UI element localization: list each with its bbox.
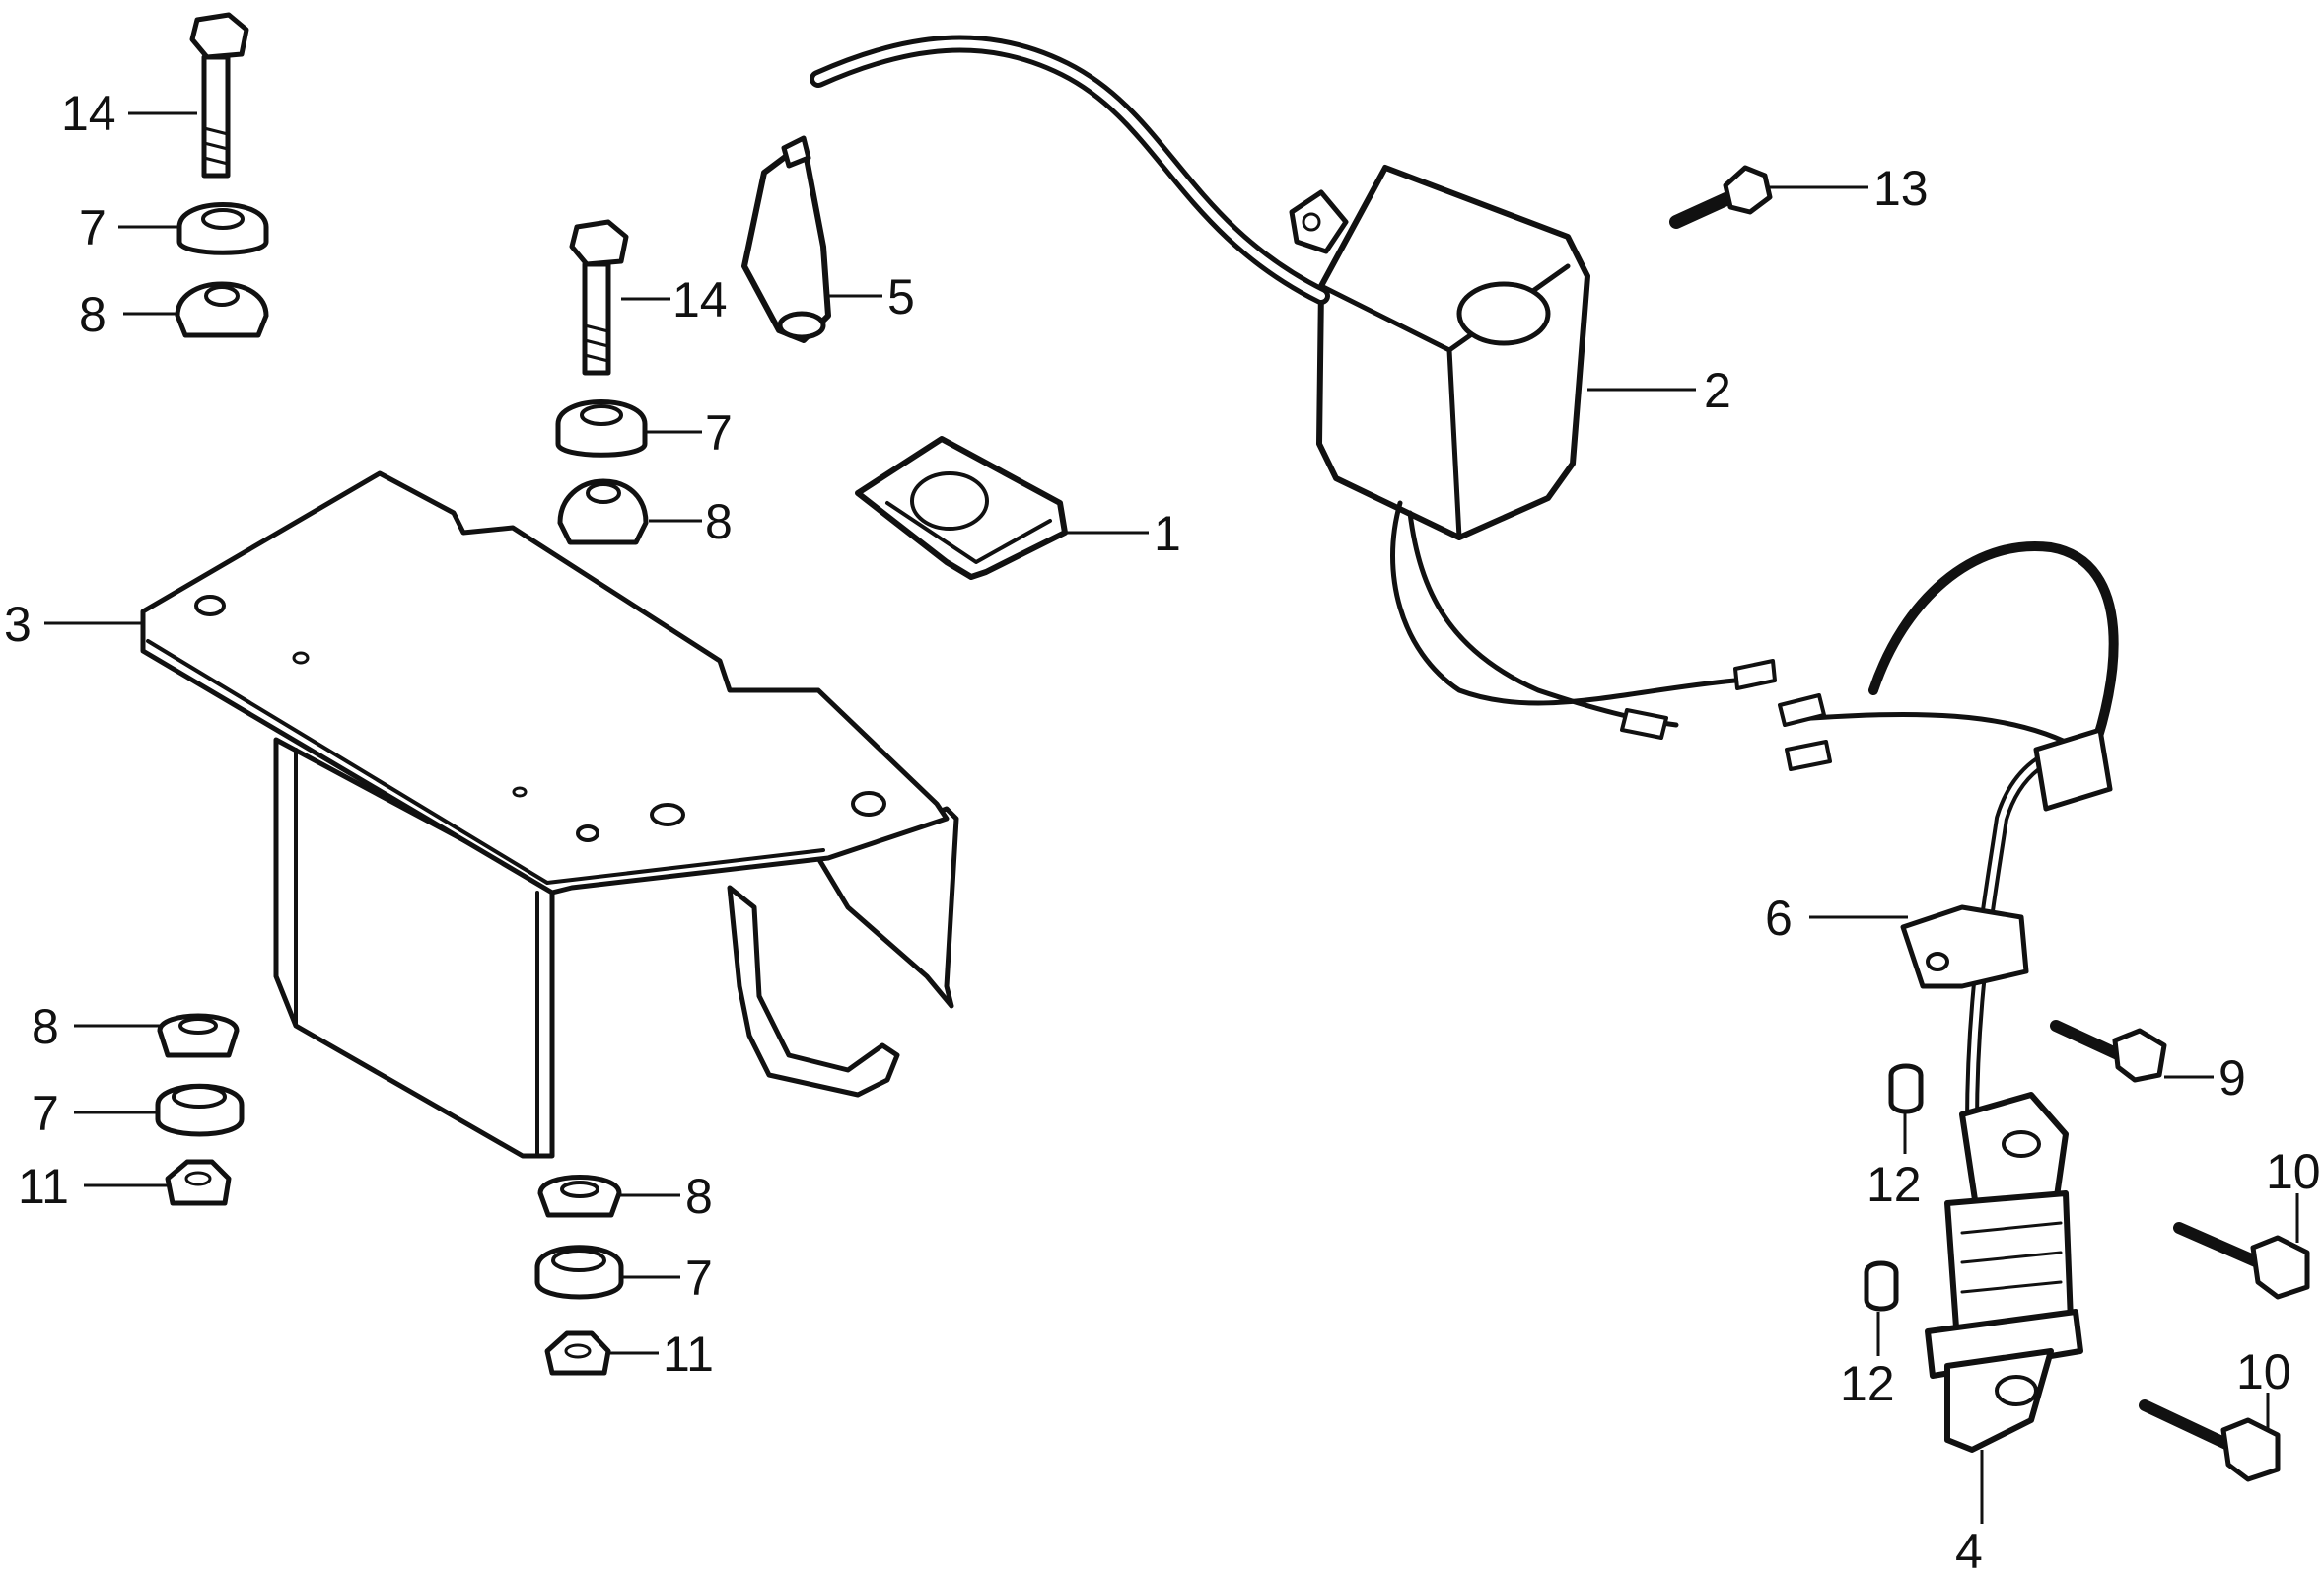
bolt-part [2139, 1399, 2281, 1482]
callout-7: 7 [685, 1251, 713, 1306]
grommet-part [557, 478, 649, 545]
callout-8: 8 [32, 999, 59, 1054]
stator-coil-part [1778, 541, 2119, 1453]
callout-14: 14 [672, 272, 728, 327]
dowel-pin-part [1864, 1260, 1899, 1312]
callout-6: 6 [1765, 891, 1793, 946]
flange-nut-part [544, 1330, 611, 1376]
callout-12: 12 [1866, 1157, 1922, 1212]
callout-11: 11 [663, 1326, 714, 1382]
flange-nut-part [165, 1159, 232, 1206]
bolt-part [2050, 1020, 2167, 1083]
base-pad-part [855, 436, 1068, 580]
bolt-part [569, 219, 629, 376]
ignition-coil-part [810, 35, 1777, 740]
dowel-pin-part [1888, 1063, 1924, 1114]
rubber-washer-part [176, 202, 269, 255]
callout-5: 5 [887, 269, 915, 324]
callout-3: 3 [4, 597, 32, 652]
rubber-washer-part [555, 399, 648, 458]
leader-lines [44, 111, 2299, 1524]
callout-1: 1 [1154, 506, 1181, 561]
grommet-part [175, 281, 269, 338]
callout-7: 7 [705, 405, 733, 461]
bolt-part [189, 12, 249, 179]
callout-13: 13 [1873, 161, 1929, 216]
grommet-part [537, 1175, 622, 1218]
spark-plug-cap-part [741, 135, 831, 343]
callout-8: 8 [685, 1169, 713, 1224]
callout-4: 4 [1955, 1524, 1983, 1577]
bolt-part [2173, 1222, 2310, 1300]
callout-7: 7 [79, 200, 106, 255]
callout-8: 8 [79, 287, 106, 342]
callout-8: 8 [705, 494, 733, 549]
bracket-part [140, 470, 959, 1159]
callout-9: 9 [2218, 1050, 2246, 1106]
screw-part [1669, 165, 1773, 229]
rubber-washer-part [155, 1083, 245, 1137]
callout-10: 10 [2266, 1144, 2321, 1199]
callout-10: 10 [2236, 1344, 2291, 1399]
grommet-part [157, 1013, 240, 1058]
callout-14: 14 [61, 86, 116, 141]
callout-7: 7 [32, 1086, 59, 1141]
callout-11: 11 [18, 1159, 69, 1214]
callout-12: 12 [1840, 1356, 1895, 1411]
callout-2: 2 [1704, 363, 1731, 418]
callout-labels: 14 7 8 14 7 8 5 1 2 3 13 6 9 10 10 12 12… [4, 86, 2321, 1577]
rubber-washer-part [534, 1245, 624, 1300]
